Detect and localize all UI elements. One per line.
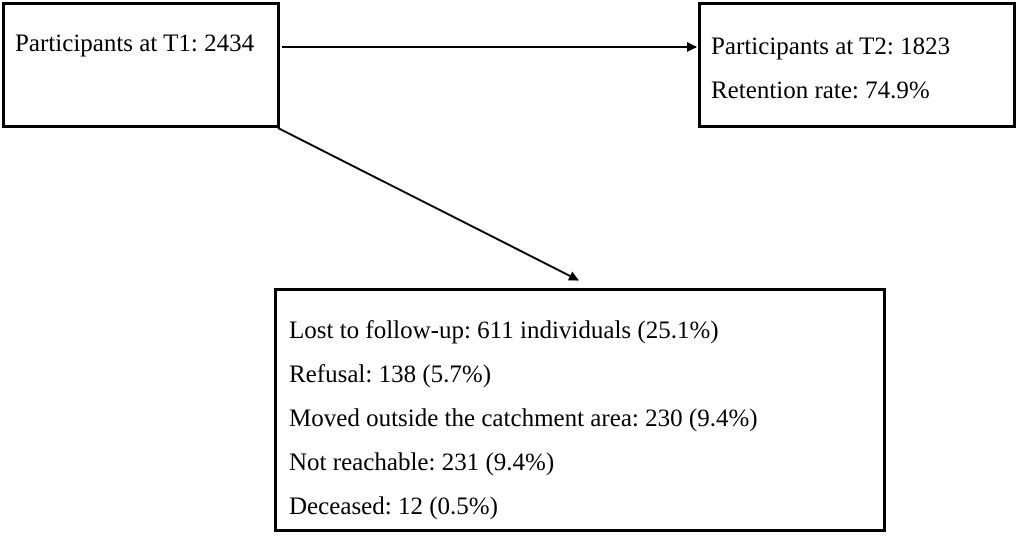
arrow-t1-to-lost (277, 127, 579, 281)
t1-participants-text: Participants at T1: 2434 (15, 30, 255, 57)
retention-rate-label: Retention rate: 74.9% (711, 77, 930, 104)
lost-to-follow-up-box: Lost to follow-up: 611 individuals (25.1… (274, 288, 886, 532)
t2-participants-label: Participants at T2: 1823 (711, 33, 951, 60)
deceased-item: Deceased: 12 (0.5%) (289, 493, 498, 520)
not-reachable-item: Not reachable: 231 (9.4%) (289, 449, 555, 476)
t1-participants-box: Participants at T1: 2434 (2, 2, 280, 128)
lost-to-follow-up-total: Lost to follow-up: 611 individuals (25.1… (289, 317, 719, 344)
moved-outside-item: Moved outside the catchment area: 230 (9… (289, 405, 758, 432)
t2-participants-box: Participants at T2: 1823 Retention rate:… (698, 2, 1016, 128)
refusal-item: Refusal: 138 (5.7%) (289, 361, 492, 388)
